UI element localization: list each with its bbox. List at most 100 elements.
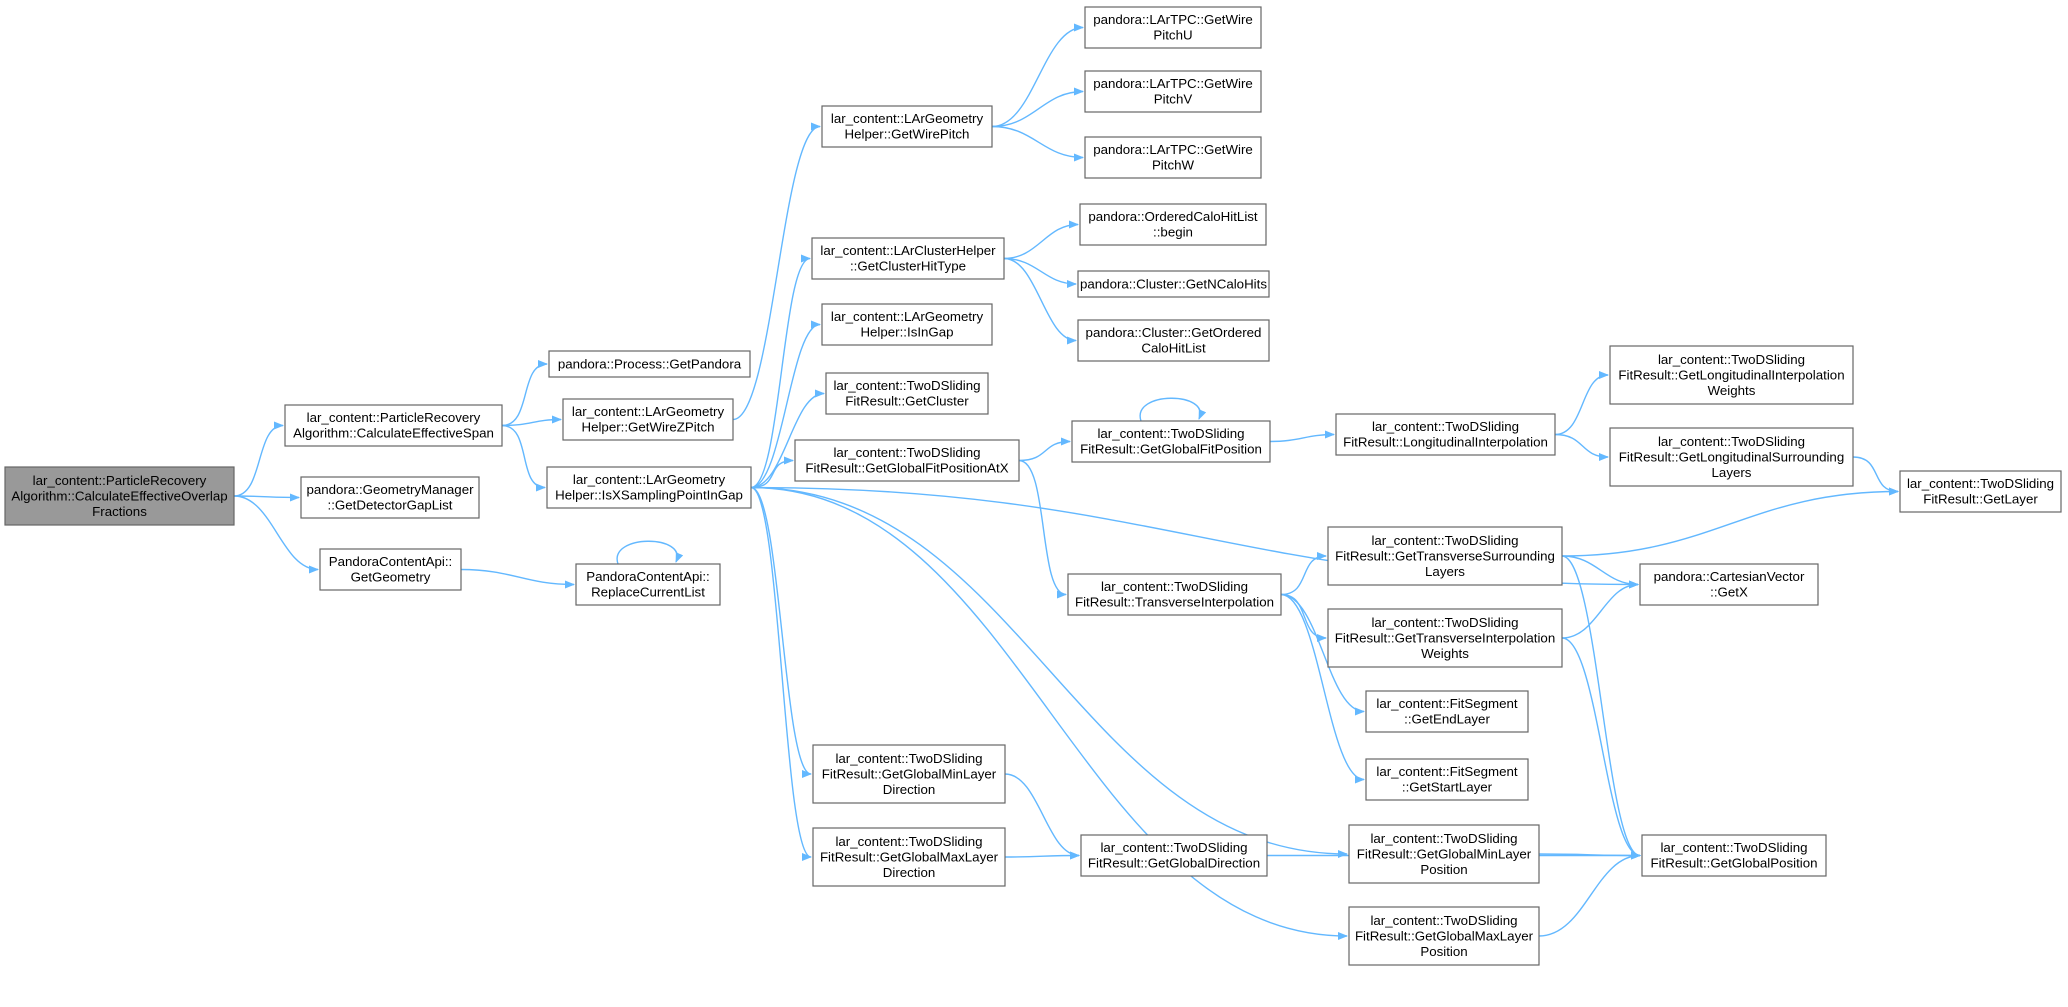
node-box xyxy=(546,466,752,509)
node-lar-content-larclusterhelper-getclusterhittype[interactable]: lar_content::LArClusterHelper::GetCluste… xyxy=(811,237,1005,280)
node-label-line: lar_content::LArGeometry xyxy=(831,111,984,126)
node-box xyxy=(1641,834,1827,877)
node-box xyxy=(1327,526,1563,586)
node-lar-content-largeometry-helper-isxsamplingpointingap[interactable]: lar_content::LArGeometryHelper::IsXSampl… xyxy=(546,466,752,509)
node-label-line: ::begin xyxy=(1153,225,1193,240)
edge-isxsampling-to-maxlayerdir xyxy=(750,486,812,861)
node-box xyxy=(319,548,462,591)
node-lar-content-fitsegment-getstartlayer[interactable]: lar_content::FitSegment::GetStartLayer xyxy=(1365,758,1529,801)
node-label-line: pandora::GeometryManager xyxy=(306,482,474,497)
node-lar-content-particlerecovery-algorithm-calculateeffectivespan[interactable]: lar_content::ParticleRecoveryAlgorithm::… xyxy=(284,404,503,447)
node-label-line: ::GetStartLayer xyxy=(1402,780,1493,795)
node-lar-content-twodsliding-fitresult-getglobalmaxlayer-position[interactable]: lar_content::TwoDSlidingFitResult::GetGl… xyxy=(1348,906,1540,966)
edge-root-to-span xyxy=(233,421,284,497)
node-label-line: pandora::Cluster::GetNCaloHits xyxy=(1080,276,1267,291)
node-lar-content-twodsliding-fitresult-getglobalposition[interactable]: lar_content::TwoDSlidingFitResult::GetGl… xyxy=(1641,834,1827,877)
node-box xyxy=(1365,690,1529,733)
node-lar-content-fitsegment-getendlayer[interactable]: lar_content::FitSegment::GetEndLayer xyxy=(1365,690,1529,733)
edge-isxsampling-to-minlayerdir xyxy=(750,486,812,778)
node-pandoracontentapi-getgeometry[interactable]: PandoraContentApi::GetGeometry xyxy=(319,548,462,591)
node-box xyxy=(1071,420,1271,463)
edge-span-to-wirezpitch xyxy=(501,415,562,427)
node-pandora-orderedcalohitlist-begin[interactable]: pandora::OrderedCaloHitList::begin xyxy=(1079,203,1267,246)
node-box xyxy=(1327,608,1563,668)
edge-wirepitch-to-pitchw xyxy=(991,125,1084,162)
node-lar-content-twodsliding-fitresult-getlongitudinalinterpolation-weights[interactable]: lar_content::TwoDSlidingFitResult::GetLo… xyxy=(1609,345,1854,405)
edge-minlayerpos-to-globalpos xyxy=(1538,851,1641,860)
node-label-line: lar_content::TwoDSliding xyxy=(1371,533,1518,548)
node-label-line: FitResult::GetGlobalMinLayer xyxy=(1357,846,1532,861)
node-label-line: lar_content::TwoDSliding xyxy=(1907,476,2054,491)
node-label-line: pandora::LArTPC::GetWire xyxy=(1093,76,1253,91)
node-lar-content-twodsliding-fitresult-getglobalminlayer-direction[interactable]: lar_content::TwoDSlidingFitResult::GetGl… xyxy=(812,744,1006,804)
node-lar-content-twodsliding-fitresult-getglobalfitposition[interactable]: lar_content::TwoDSlidingFitResult::GetGl… xyxy=(1071,420,1271,463)
node-box xyxy=(825,372,989,415)
node-label-line: PitchV xyxy=(1154,92,1193,107)
edge-transsurrlayers-to-getlayer xyxy=(1561,487,1899,557)
node-label-line: Fractions xyxy=(92,504,147,519)
node-lar-content-twodsliding-fitresult-getglobalfitpositionatx[interactable]: lar_content::TwoDSlidingFitResult::GetGl… xyxy=(794,439,1020,482)
edge-root-to-getgeom xyxy=(233,495,319,574)
node-pandora-cluster-getncalohits[interactable]: pandora::Cluster::GetNCaloHits xyxy=(1077,270,1270,298)
node-pandoracontentapi-replacecurrentlist[interactable]: PandoraContentApi::ReplaceCurrentList xyxy=(575,563,721,606)
edge-span-to-isxsampling xyxy=(501,424,546,492)
edge-longsurrlayers-to-getlayer xyxy=(1852,456,1899,496)
node-label-line: FitResult::GetGlobalMinLayer xyxy=(822,766,997,781)
node-label-line: FitResult::GetTransverseSurrounding xyxy=(1335,548,1555,563)
node-label-line: FitResult::GetGlobalFitPositionAtX xyxy=(805,461,1008,476)
edge-wirepitch-to-pitchv xyxy=(991,87,1084,128)
node-label-line: FitResult::GetGlobalMaxLayer xyxy=(1355,928,1534,943)
node-lar-content-particlerecovery-algorithm-calculateeffectiveoverlap-fractions[interactable]: lar_content::ParticleRecoveryAlgorithm::… xyxy=(4,466,235,526)
node-box xyxy=(1084,6,1262,49)
node-lar-content-largeometry-helper-getwirezpitch[interactable]: lar_content::LArGeometryHelper::GetWireZ… xyxy=(562,398,734,441)
node-label-line: lar_content::TwoDSliding xyxy=(1097,426,1244,441)
node-label-line: FitResult::GetTransverseInterpolation xyxy=(1335,630,1555,645)
node-box xyxy=(284,404,503,447)
node-label-line: lar_content::FitSegment xyxy=(1376,764,1517,779)
node-box xyxy=(1609,345,1854,405)
node-lar-content-twodsliding-fitresult-getglobalminlayer-position[interactable]: lar_content::TwoDSlidingFitResult::GetGl… xyxy=(1348,824,1540,884)
node-label-line: Algorithm::CalculateEffectiveSpan xyxy=(293,426,494,441)
node-lar-content-largeometry-helper-getwirepitch[interactable]: lar_content::LArGeometryHelper::GetWireP… xyxy=(821,105,993,148)
node-lar-content-twodsliding-fitresult-getlayer[interactable]: lar_content::TwoDSlidingFitResult::GetLa… xyxy=(1899,470,2062,513)
nodes-layer: lar_content::ParticleRecoveryAlgorithm::… xyxy=(4,6,2062,966)
node-box xyxy=(812,827,1006,887)
node-lar-content-twodsliding-fitresult-gettransversesurrounding-layers[interactable]: lar_content::TwoDSlidingFitResult::GetTr… xyxy=(1327,526,1563,586)
node-label-line: PandoraContentApi:: xyxy=(586,569,709,584)
node-box xyxy=(821,105,993,148)
node-label-line: lar_content::TwoDSliding xyxy=(1370,913,1517,928)
edge-isxsampling-to-maxlayerpos xyxy=(750,486,1348,940)
node-label-line: FitResult::GetGlobalFitPosition xyxy=(1080,442,1262,457)
node-lar-content-twodsliding-fitresult-getglobalmaxlayer-direction[interactable]: lar_content::TwoDSlidingFitResult::GetGl… xyxy=(812,827,1006,887)
node-pandora-cartesianvector-getx[interactable]: pandora::CartesianVector::GetX xyxy=(1639,563,1819,606)
node-lar-content-twodsliding-fitresult-transverseinterpolation[interactable]: lar_content::TwoDSlidingFitResult::Trans… xyxy=(1067,573,1282,616)
node-pandora-process-getpandora[interactable]: pandora::Process::GetPandora xyxy=(548,350,751,378)
edge-globalfitpos-to-globalfitpos xyxy=(1139,397,1207,422)
node-lar-content-twodsliding-fitresult-gettransverseinterpolation-weights[interactable]: lar_content::TwoDSlidingFitResult::GetTr… xyxy=(1327,608,1563,668)
node-lar-content-twodsliding-fitresult-getglobaldirection[interactable]: lar_content::TwoDSlidingFitResult::GetGl… xyxy=(1080,834,1268,877)
edge-replacelist-to-replacelist xyxy=(616,540,684,565)
node-box xyxy=(562,398,734,441)
node-label-line: lar_content::TwoDSliding xyxy=(1101,579,1248,594)
node-lar-content-twodsliding-fitresult-longitudinalinterpolation[interactable]: lar_content::TwoDSlidingFitResult::Longi… xyxy=(1335,413,1556,456)
edge-longinterp-to-longinterpweights xyxy=(1554,371,1609,436)
node-label-line: lar_content::LArGeometry xyxy=(573,472,726,487)
node-pandora-geometrymanager-getdetectorgaplist[interactable]: pandora::GeometryManager::GetDetectorGap… xyxy=(300,476,480,519)
node-label-line: ::GetDetectorGapList xyxy=(328,498,453,513)
node-box xyxy=(1365,758,1529,801)
node-label-line: FitResult::GetGlobalDirection xyxy=(1088,856,1260,871)
node-label-line: ::GetEndLayer xyxy=(1404,712,1490,727)
node-lar-content-twodsliding-fitresult-getcluster[interactable]: lar_content::TwoDSlidingFitResult::GetCl… xyxy=(825,372,989,415)
edge-minlayerdir-to-globaldir xyxy=(1004,773,1080,860)
edge-transinterp-to-getendlayer xyxy=(1280,593,1365,716)
node-box xyxy=(811,237,1005,280)
node-label-line: lar_content::LArGeometry xyxy=(831,309,984,324)
node-lar-content-twodsliding-fitresult-getlongitudinalsurrounding-layers[interactable]: lar_content::TwoDSlidingFitResult::GetLo… xyxy=(1609,427,1854,487)
node-label-line: lar_content::TwoDSliding xyxy=(1371,615,1518,630)
